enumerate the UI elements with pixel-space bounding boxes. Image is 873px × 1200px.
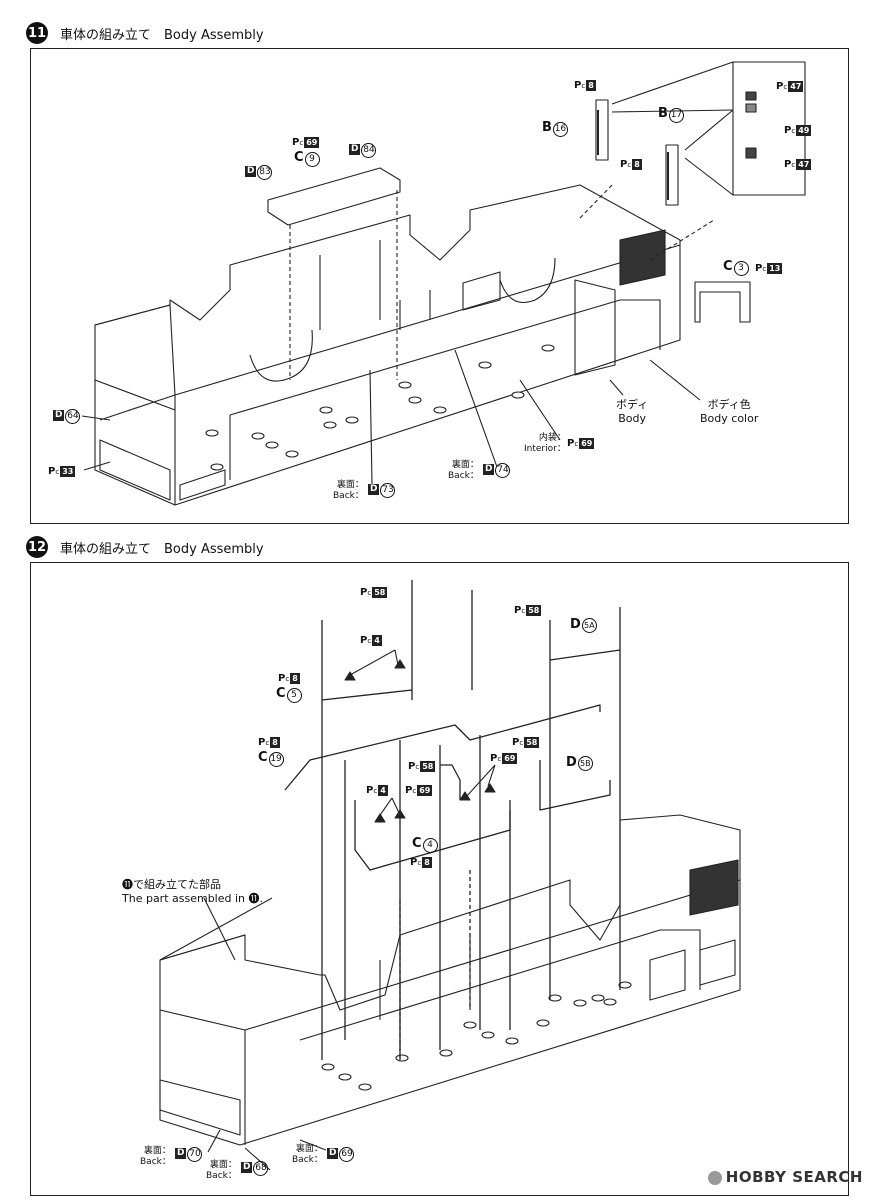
bus-body-step11	[94, 184, 681, 506]
watermark: HOBBY SEARCH	[707, 1168, 863, 1186]
step-12-frame	[30, 562, 849, 1196]
part-d83-panel	[267, 167, 401, 226]
caption-back-d70: 裏面：Back：	[140, 1146, 171, 1167]
step-number-badge: 11	[26, 22, 48, 44]
caption-back-d73: 裏面：Back：	[333, 480, 364, 501]
bus-body-step12	[159, 814, 741, 1146]
step-number-badge: 12	[26, 536, 48, 558]
step-11-frame	[30, 48, 849, 524]
caption-back-d69: 裏面：Back：	[292, 1144, 323, 1165]
caption-interior: 内装：Interior：	[524, 433, 566, 454]
hobby-search-logo-icon	[707, 1170, 722, 1185]
caption-back-d74: 裏面：Back：	[448, 460, 479, 481]
step-title: 車体の組み立て Body Assembly	[60, 27, 264, 43]
step-12-header: 12 車体の組み立て Body Assembly	[26, 536, 264, 558]
handrail-parts	[284, 580, 621, 1060]
caption-back-d68: 裏面：Back：	[206, 1160, 237, 1181]
step-title: 車体の組み立て Body Assembly	[60, 541, 264, 557]
step-11-header: 11 車体の組み立て Body Assembly	[26, 22, 264, 44]
part-c3	[694, 281, 751, 323]
